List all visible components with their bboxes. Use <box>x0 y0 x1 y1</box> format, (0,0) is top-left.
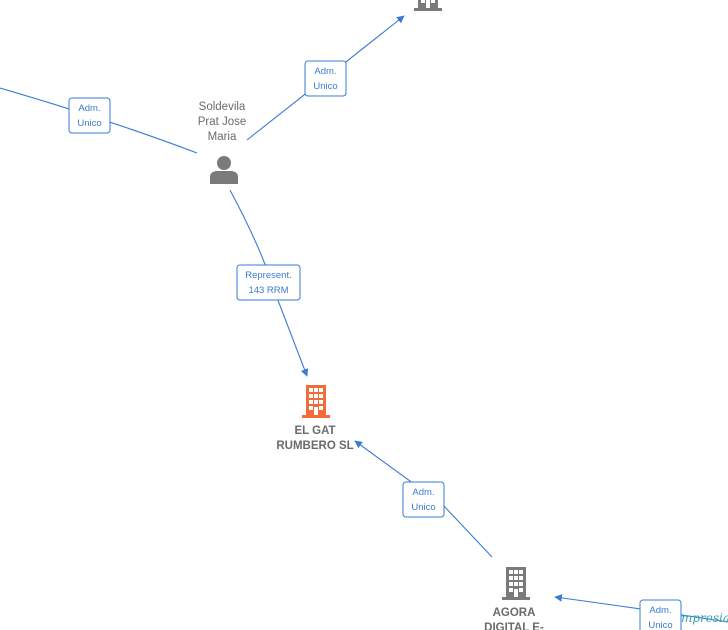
edge-label-right[interactable]: Adm. Unico <box>639 599 682 630</box>
person-name-line2: Prat Jose <box>198 116 247 128</box>
edge-label-top[interactable]: Adm. Unico <box>304 60 347 97</box>
elgat-name-line1: EL GAT <box>294 425 335 437</box>
agora-name-line2: DIGITAL E- <box>484 622 544 630</box>
edge-label-represent-line2: 143 RRM <box>248 285 288 296</box>
person-name-line3: Maria <box>208 131 237 143</box>
edge-label-left[interactable]: Adm. Unico <box>68 97 111 134</box>
edge-label-right-line2: Unico <box>648 620 672 630</box>
agora-name-line1: AGORA <box>493 607 536 619</box>
edge-label-agora[interactable]: Adm. Unico <box>402 481 445 518</box>
building-icon <box>414 0 442 11</box>
building-icon <box>302 385 330 418</box>
building-icon <box>502 567 530 600</box>
person-icon <box>210 156 238 184</box>
edge-label-top-line1: Adm. <box>314 66 336 77</box>
watermark: mpresia <box>681 611 728 625</box>
edge-label-left-line2: Unico <box>77 118 101 129</box>
node-person[interactable]: Soldevila Prat Jose Maria <box>198 101 247 184</box>
edge-label-agora-line2: Unico <box>411 502 435 513</box>
person-name-line1: Soldevila <box>199 101 246 113</box>
edge-label-represent[interactable]: Represent. 143 RRM <box>236 264 301 301</box>
edge-label-represent-line1: Represent. <box>245 270 291 281</box>
node-agora[interactable]: AGORA DIGITAL E- <box>484 567 544 630</box>
node-elgat[interactable]: EL GAT RUMBERO SL <box>276 385 354 452</box>
edge-label-top-line2: Unico <box>313 81 337 92</box>
node-topco[interactable] <box>414 0 442 11</box>
edge-label-agora-line1: Adm. <box>412 487 434 498</box>
edge-label-left-line1: Adm. <box>78 103 100 114</box>
elgat-name-line2: RUMBERO SL <box>276 440 353 452</box>
edge-label-right-line1: Adm. <box>649 605 671 616</box>
